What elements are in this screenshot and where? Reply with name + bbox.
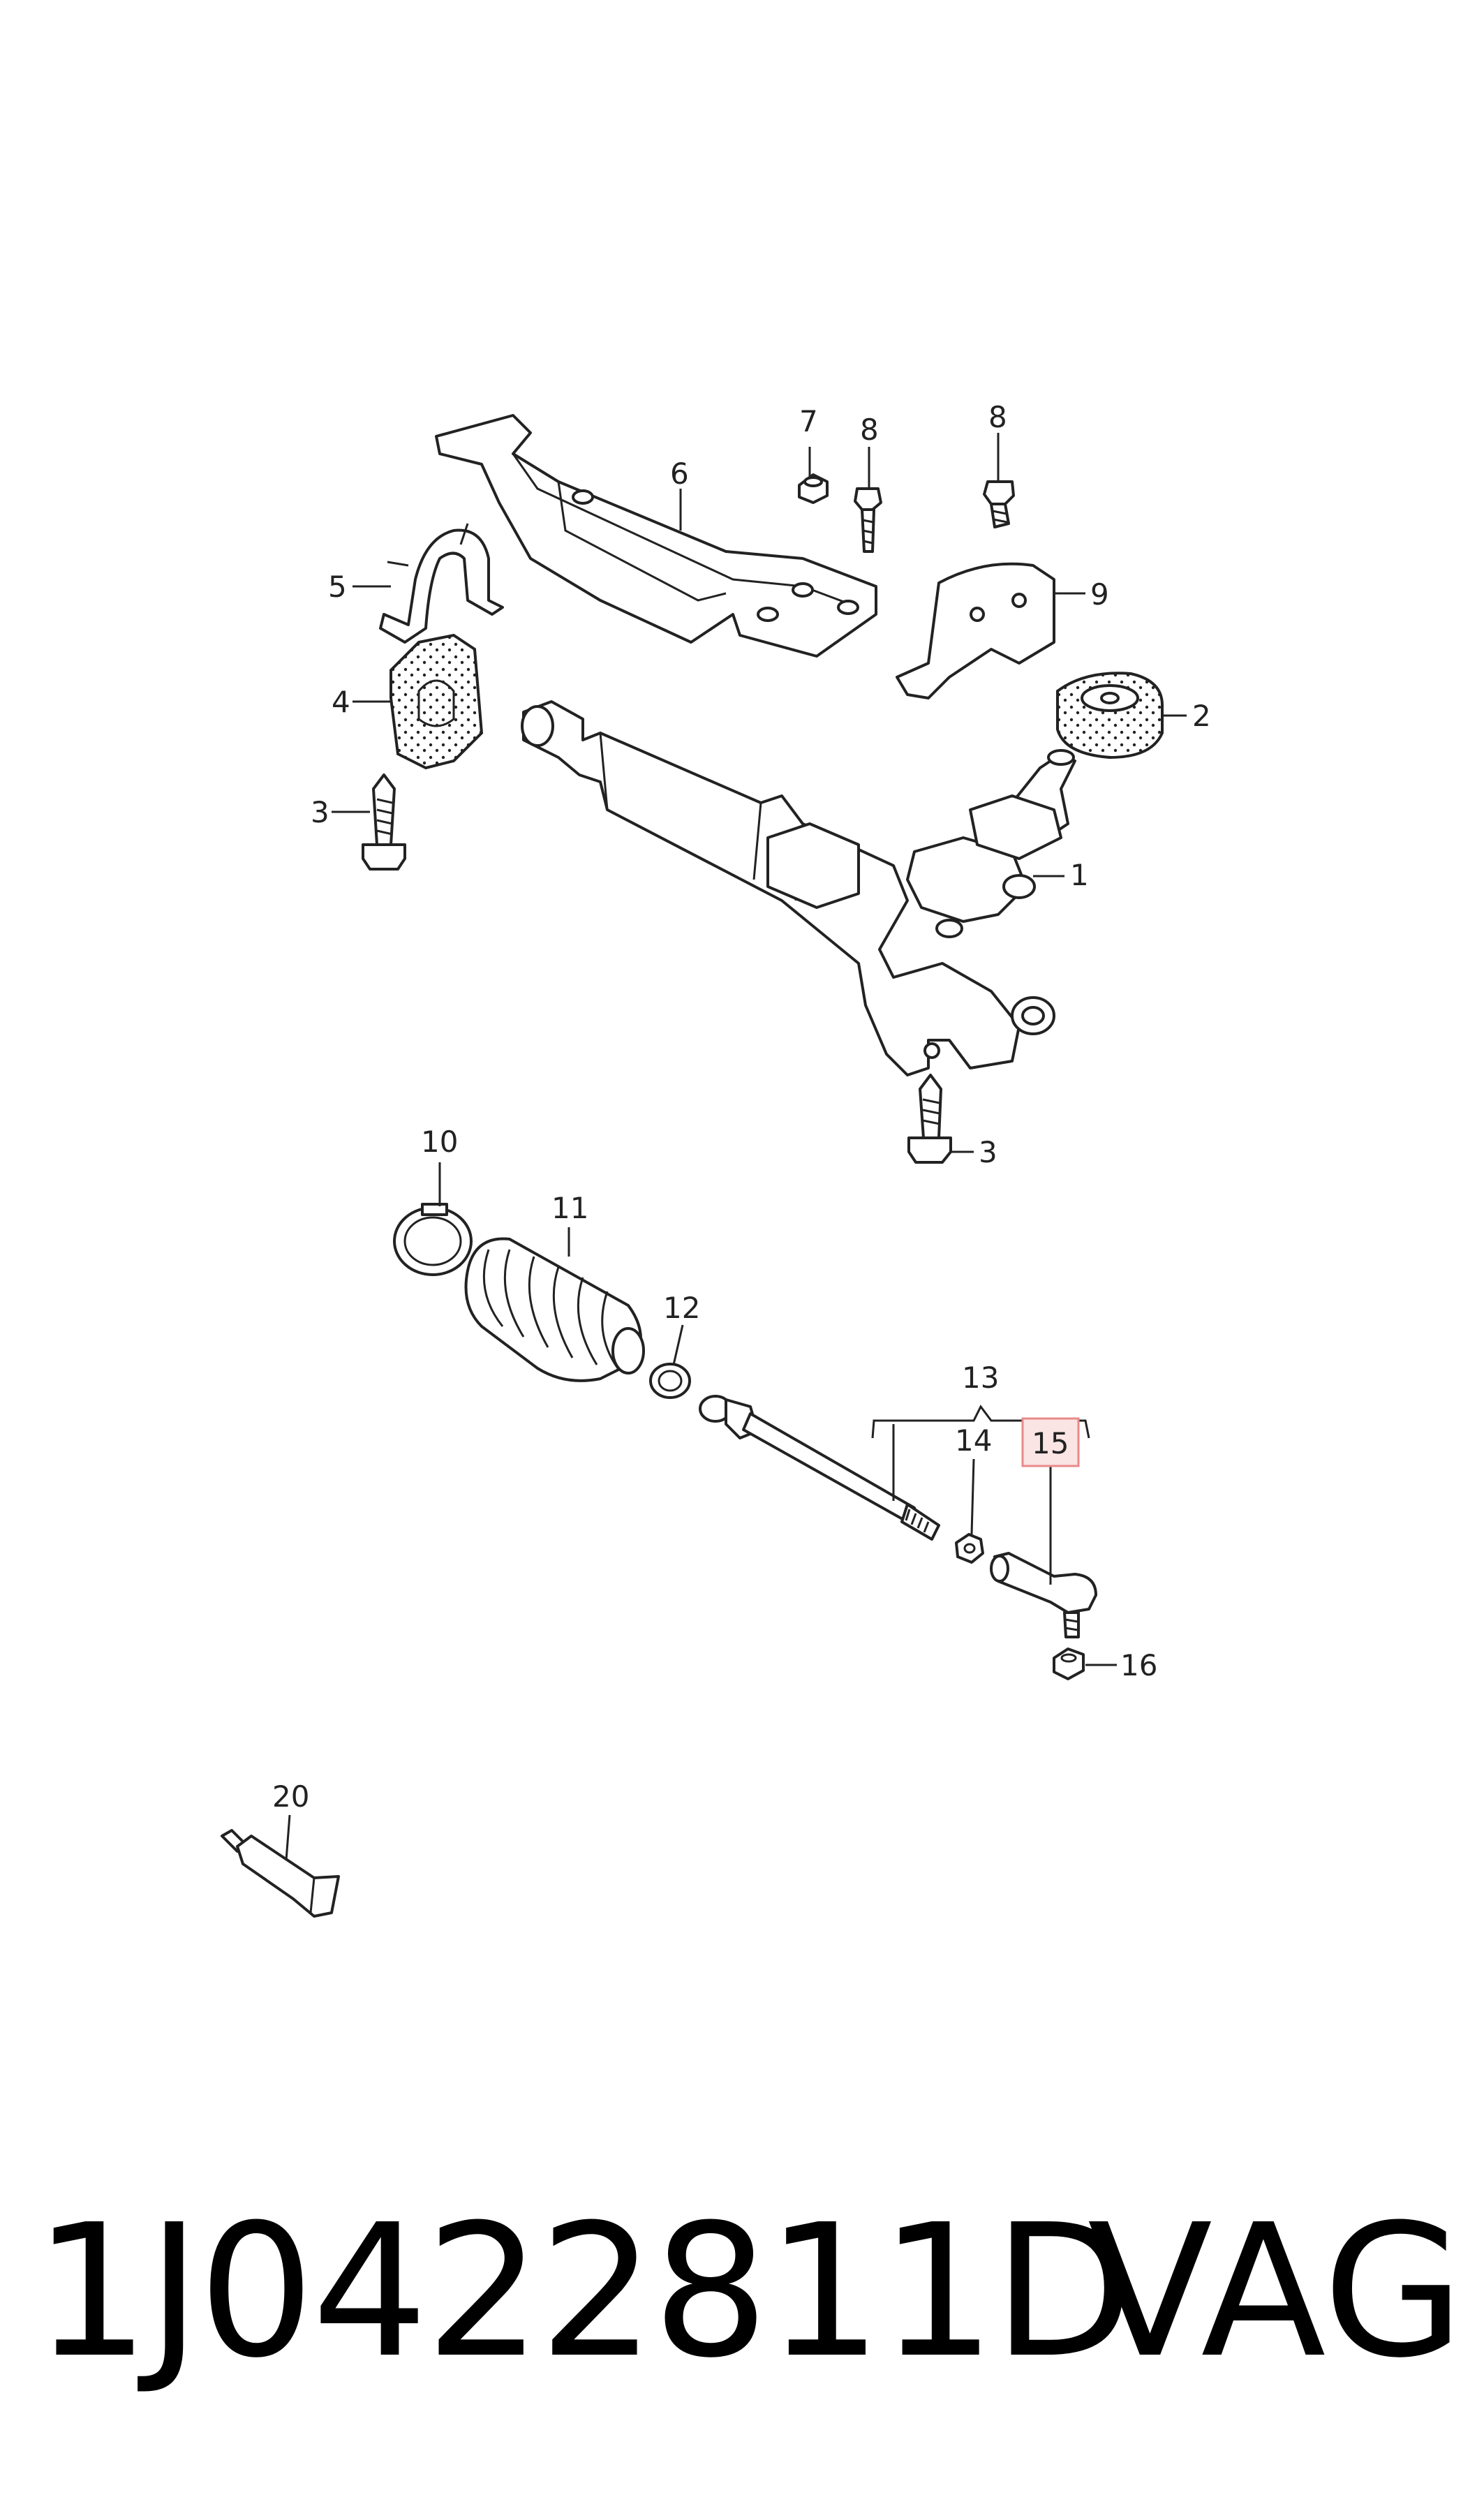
footer: 1J0422811D VAG bbox=[0, 2185, 1484, 2398]
highlight-box-15 bbox=[1021, 1417, 1080, 1467]
tie-rod-nut-part bbox=[1053, 1647, 1085, 1680]
callout-3-upper: 3 bbox=[311, 795, 329, 829]
callout-13: 13 bbox=[962, 1361, 999, 1395]
callout-6: 6 bbox=[670, 457, 689, 491]
screw-lower-part bbox=[907, 1074, 952, 1164]
callout-5: 5 bbox=[328, 570, 347, 604]
callout-3-lower: 3 bbox=[979, 1135, 997, 1169]
heat-shield-part bbox=[896, 562, 1055, 699]
nut-part bbox=[798, 473, 829, 504]
callout-11: 11 bbox=[551, 1191, 588, 1225]
bolt-b-part bbox=[983, 480, 1015, 528]
callout-1: 1 bbox=[1070, 858, 1089, 892]
clamp-part bbox=[379, 523, 504, 644]
part-number: 1J0422811D bbox=[34, 2185, 1134, 2398]
callout-labels: 1 2 3 3 4 5 6 7 8 8 9 10 11 12 13 14 15 … bbox=[272, 400, 1211, 1814]
tie-rod-end-part bbox=[990, 1552, 1097, 1638]
bolt-a-part bbox=[854, 487, 882, 553]
lock-nut-part bbox=[955, 1533, 984, 1564]
callout-4: 4 bbox=[332, 685, 350, 719]
callout-15: 15 bbox=[1032, 1426, 1069, 1460]
callout-16: 16 bbox=[1120, 1648, 1157, 1682]
tie-rod-part bbox=[699, 1395, 940, 1541]
boot-part bbox=[464, 1237, 645, 1382]
seal-ring-part bbox=[1056, 672, 1164, 760]
grease-tube-part bbox=[221, 1829, 340, 1918]
subframe-bracket-part bbox=[435, 414, 877, 658]
steering-rack-part bbox=[521, 700, 1076, 1076]
clip-ring-part bbox=[393, 1203, 473, 1276]
small-clamp-part bbox=[649, 1363, 691, 1399]
callout-8-b: 8 bbox=[988, 400, 1007, 434]
callout-14: 14 bbox=[955, 1423, 992, 1458]
callout-12: 12 bbox=[663, 1291, 700, 1325]
callout-9: 9 bbox=[1090, 577, 1109, 612]
brand-label: VAG bbox=[1087, 2185, 1464, 2398]
callout-8-a: 8 bbox=[860, 413, 879, 447]
leader-lines bbox=[285, 433, 1187, 1861]
callout-2: 2 bbox=[1192, 699, 1211, 733]
rubber-mount-part bbox=[389, 633, 484, 770]
callout-10: 10 bbox=[421, 1125, 458, 1159]
callout-20: 20 bbox=[272, 1779, 309, 1814]
callout-7: 7 bbox=[799, 404, 818, 438]
screw-upper-part bbox=[362, 773, 406, 871]
